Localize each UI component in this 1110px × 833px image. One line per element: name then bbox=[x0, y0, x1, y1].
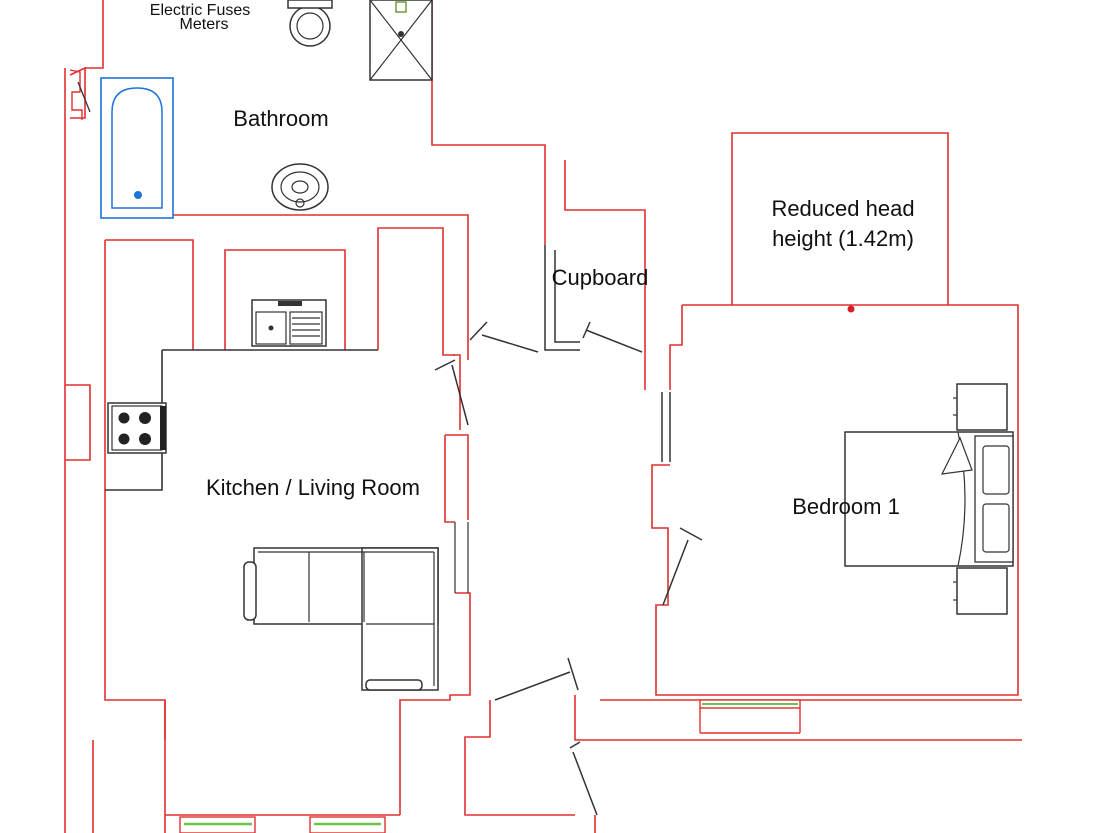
toilet bbox=[287, 0, 333, 47]
corner-sofa bbox=[243, 547, 439, 691]
window-bedroom bbox=[699, 699, 801, 734]
label-bathroom: Bathroom bbox=[233, 106, 328, 131]
door-bathroom-hall bbox=[469, 321, 539, 353]
label-reduced-head-line2: height (1.42m) bbox=[772, 226, 914, 251]
bathtub bbox=[100, 77, 174, 219]
door-cupboard bbox=[582, 321, 643, 353]
kitchen-counter bbox=[105, 349, 378, 491]
wash-basin bbox=[271, 163, 329, 211]
label-cupboard: Cupboard bbox=[552, 265, 649, 290]
door-bedroom bbox=[662, 527, 703, 606]
door-kitchen bbox=[434, 359, 469, 426]
windows bbox=[69, 69, 801, 833]
bedside-table-bottom bbox=[953, 567, 1008, 615]
bedside-table-top bbox=[953, 383, 1008, 431]
hob-cooktop bbox=[107, 402, 167, 454]
window-kitchen-right bbox=[309, 816, 386, 833]
label-reduced-head-line1: Reduced head bbox=[771, 196, 914, 221]
label-bedroom-1: Bedroom 1 bbox=[792, 494, 900, 519]
shower-tray bbox=[369, 0, 433, 81]
kitchen-sink bbox=[251, 299, 327, 347]
walls bbox=[64, 0, 1022, 833]
label-electric-fuses: Electric Fuses bbox=[150, 2, 250, 19]
door-entrance bbox=[569, 741, 598, 816]
label-meters: Meters bbox=[180, 16, 229, 33]
doors bbox=[434, 245, 703, 816]
double-bed bbox=[844, 431, 1014, 567]
label-kitchen-living-room: Kitchen / Living Room bbox=[206, 475, 420, 500]
window-bathroom bbox=[69, 69, 91, 120]
marker-dot bbox=[847, 305, 855, 313]
door-hall-bottom bbox=[494, 657, 579, 701]
window-kitchen-left bbox=[179, 816, 256, 833]
